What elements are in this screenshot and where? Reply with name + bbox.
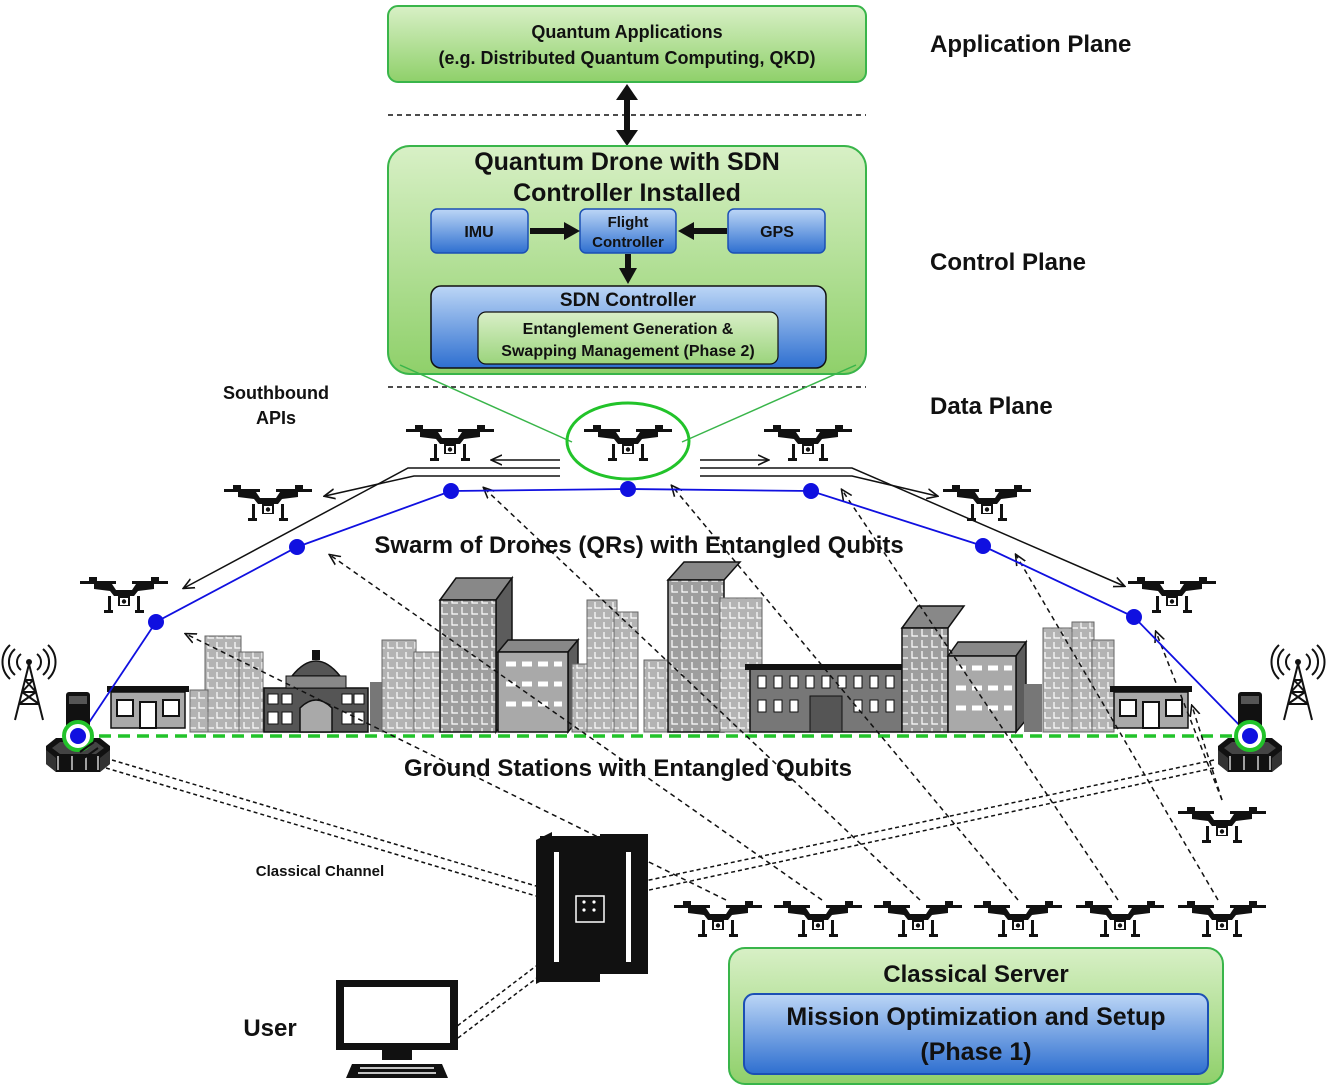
drone-icon <box>764 425 852 461</box>
drone-icon <box>80 577 168 613</box>
entanglement-line1: Entanglement Generation & <box>523 321 734 338</box>
dashed-arrow-5 <box>842 490 1119 901</box>
drone-icon <box>1178 807 1266 843</box>
server-rack-icon <box>536 832 648 984</box>
drone-box-title-line2: Controller Installed <box>513 179 741 207</box>
sdn-controller-label: SDN Controller <box>560 290 697 311</box>
entanglement-line2: Swapping Management (Phase 2) <box>501 343 754 360</box>
house-right <box>1110 686 1192 729</box>
drone-icon-controller <box>584 425 672 461</box>
city-skyline <box>107 561 1192 735</box>
mission-line2: (Phase 1) <box>920 1038 1031 1066</box>
dashed-arrow-3 <box>484 488 921 901</box>
fc-to-sdn-arrow <box>619 268 637 284</box>
imu-to-fc-arrow <box>564 222 580 240</box>
dashed-arrow-7 <box>1156 632 1223 801</box>
capitol-building <box>263 650 369 733</box>
qubit-node <box>1126 609 1142 625</box>
dashed-arrow-2 <box>330 555 823 901</box>
imu-box <box>430 208 529 254</box>
gps-label: GPS <box>760 224 794 241</box>
drone-icon <box>406 425 494 461</box>
user-label: User <box>243 1015 296 1042</box>
drone-icon <box>943 485 1031 521</box>
qubit-node <box>803 483 819 499</box>
block-building-right <box>946 639 1028 735</box>
ground-station-right <box>1217 644 1326 773</box>
app-control-double-arrow <box>616 84 638 146</box>
qubit-node <box>975 538 991 554</box>
house-left <box>107 686 189 729</box>
control-plane-label: Control Plane <box>930 249 1086 276</box>
flight-controller-label-1: Flight <box>608 214 649 231</box>
gps-to-fc-arrow <box>678 222 694 240</box>
zoom-line-left <box>399 364 573 443</box>
qubit-node <box>289 539 305 555</box>
highlighted-drone-ring <box>565 401 691 481</box>
government-building <box>745 664 907 733</box>
ground-station-left <box>1 644 111 773</box>
qubit-node <box>443 483 459 499</box>
drone-icon <box>1076 901 1164 937</box>
antenna-tower-icon <box>1270 644 1326 721</box>
drone-icon <box>674 901 762 937</box>
drone-icon <box>874 901 962 937</box>
drone-icon <box>1128 577 1216 613</box>
drone-icon <box>774 901 862 937</box>
app-title-line1: Quantum Applications <box>531 22 722 42</box>
application-box: Quantum Applications (e.g. Distributed Q… <box>387 5 867 83</box>
qubit-node <box>148 614 164 630</box>
southbound-label-2: APIs <box>256 408 296 428</box>
classical-server-box: Classical Server Mission Optimization an… <box>728 947 1224 1085</box>
entanglement-mgmt-box <box>477 311 779 365</box>
user-computer-icon <box>336 980 458 1078</box>
zoom-line-right <box>681 364 857 443</box>
dashed-arrow-8 <box>1192 706 1223 801</box>
data-plane-label: Data Plane <box>930 393 1053 420</box>
imu-label: IMU <box>464 224 493 241</box>
swarm-label: Swarm of Drones (QRs) with Entangled Qub… <box>374 532 903 559</box>
app-title-line2: (e.g. Distributed Quantum Computing, QKD… <box>439 48 816 68</box>
application-plane-label: Application Plane <box>930 31 1131 58</box>
dashed-arrow-6 <box>1016 555 1219 901</box>
gps-box <box>727 208 826 254</box>
drone-box-title-line1: Quantum Drone with SDN <box>474 148 780 176</box>
ground-stations-label: Ground Stations with Entangled Qubits <box>404 755 852 782</box>
southbound-api-arrows <box>184 460 1124 588</box>
mission-optimization-box <box>743 993 1209 1075</box>
drone-icon <box>974 901 1062 937</box>
antenna-tower-icon <box>1 644 57 721</box>
drone-icon <box>224 485 312 521</box>
qubit-node <box>620 481 636 497</box>
block-building-left <box>496 637 580 735</box>
classical-server-title: Classical Server <box>883 961 1068 988</box>
southbound-label-1: Southbound <box>223 383 329 403</box>
drone-icon <box>1178 901 1266 937</box>
mission-line1: Mission Optimization and Setup <box>786 1003 1165 1031</box>
flight-controller-label-2: Controller <box>592 234 664 251</box>
tower-building-right <box>900 605 966 733</box>
quantum-repeater-path <box>79 481 1251 737</box>
classical-channels <box>105 759 1215 1039</box>
classical-channel-label: Classical Channel <box>256 863 384 880</box>
drone-controller-box: Quantum Drone with SDN Controller Instal… <box>387 145 867 375</box>
